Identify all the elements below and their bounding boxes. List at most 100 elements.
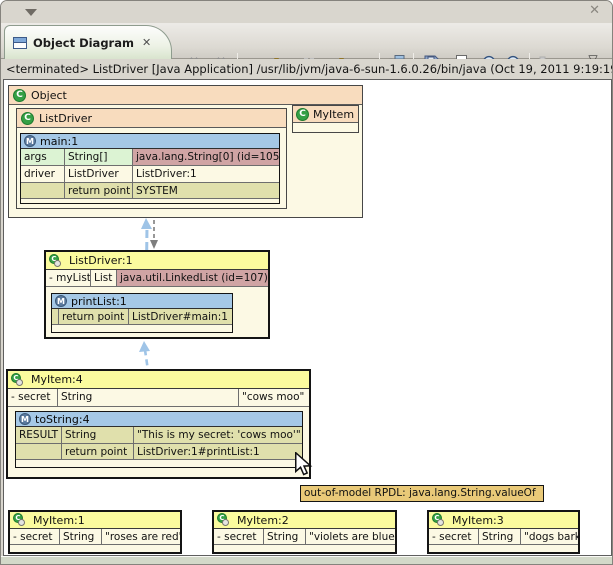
out-of-model-rpdl-label[interactable]: out-of-model RPDL: java.lang.String.valu… [300,485,544,502]
class-box-myitem-header: C MyItem [293,106,358,123]
class-box-myitem[interactable]: C MyItem [292,105,359,133]
instance-icon: C [217,513,232,527]
instance-box-listdriver1-title: ListDriver:1 [69,254,133,267]
instance-box-myitem3[interactable]: C MyItem:3 - secret String "dogs bark" [427,510,580,554]
var-type-cell: return point [62,444,134,459]
method-table-printlist[interactable]: M printList:1 return point ListDriver#ma… [51,293,233,333]
empty-strip [293,123,358,132]
instance-box-listdriver1[interactable]: C ListDriver:1 - myList List java.util.L… [44,250,270,339]
window-bottom-frame [1,556,612,565]
table-row: - secret String "dogs bark" [429,529,578,545]
table-row: - secret String "cows moo" [8,389,309,407]
instance-box-myitem2-title: MyItem:2 [237,514,289,527]
instance-box-myitem1[interactable]: C MyItem:1 - secret String "roses are re… [8,510,182,554]
field-value-cell: "dogs bark" [521,529,578,544]
var-type-cell: return point [59,309,129,324]
instance-icon: C [11,373,26,387]
launch-status-line: <terminated> ListDriver [Java Applicatio… [1,59,612,79]
instance-box-myitem3-title: MyItem:3 [452,514,504,527]
empty-strip [21,199,279,203]
empty-strip [214,545,395,552]
instance-box-myitem1-header: C MyItem:1 [10,512,180,529]
instance-box-listdriver1-header: C ListDriver:1 [46,252,268,270]
field-type-cell: List [91,270,117,286]
method-table-main-header: M main:1 [21,134,279,149]
field-value-cell: "cows moo" [239,389,309,406]
field-type-cell: String [60,529,102,544]
class-box-object-header: C Object [9,86,362,105]
instance-box-myitem4-title: MyItem:4 [31,373,83,386]
window-menu-icon[interactable] [25,9,37,16]
var-type-cell: String[] [65,149,133,165]
var-name-cell: RESULT [16,427,62,443]
field-value-cell: "roses are red" [102,529,180,544]
diagram-canvas[interactable]: C Object C ListDriver M main:1 [3,79,612,556]
class-box-object-body: C ListDriver M main:1 args String[] java… [9,105,362,217]
var-name-cell: args [21,149,65,165]
class-box-object-title: Object [31,89,67,102]
table-row: - myList List java.util.LinkedList (id=1… [46,270,268,287]
instance-box-myitem1-title: MyItem:1 [33,514,85,527]
field-type-cell: String [264,529,306,544]
instance-icon: C [13,513,28,527]
table-row: return point ListDriver#main:1 [52,309,232,325]
instance-icon: C [49,254,64,268]
class-icon: C [296,108,309,121]
instance-box-myitem2[interactable]: C MyItem:2 - secret String "violets are … [212,510,397,554]
table-row: return point SYSTEM [21,183,279,199]
table-row: args String[] java.lang.String[0] (id=10… [21,149,279,166]
class-box-listdriver-header: C ListDriver [17,109,286,128]
tab-strip: Object Diagram ✕ ✖ ✖✖ ◀◀ ◀ ▶ ▶▶ [1,23,612,59]
var-value-cell: SYSTEM [133,183,279,198]
instance-icon: C [432,513,447,527]
method-table-tostring-title: toString:4 [35,413,90,426]
tab-object-diagram[interactable]: Object Diagram ✕ [4,25,172,59]
class-icon: C [21,112,34,125]
method-icon: M [55,295,67,307]
field-name-cell: - myList [46,270,91,286]
var-name-cell [16,444,62,459]
field-type-cell: String [58,389,239,406]
var-type-cell: return point [65,183,133,198]
class-box-object[interactable]: C Object C ListDriver M main:1 [8,85,363,218]
tab-close-icon[interactable]: ✕ [142,36,151,49]
instance-box-myitem4-header: C MyItem:4 [8,371,309,389]
view-window-icon [13,37,27,49]
method-icon: M [24,135,36,147]
instance-box-myitem4[interactable]: C MyItem:4 - secret String "cows moo" M … [6,369,311,479]
var-name-cell [52,309,59,324]
window-close-icon[interactable]: ✕ [589,3,600,18]
field-value-cell: java.util.LinkedList (id=107) [117,270,268,286]
window-titlebar: ✕ [1,1,612,23]
empty-strip [10,545,180,552]
empty-strip [52,325,232,331]
method-table-main[interactable]: M main:1 args String[] java.lang.String[… [20,133,280,204]
field-value-cell: "violets are blue" [306,529,395,544]
class-icon: C [13,89,26,102]
field-type-cell: String [479,529,521,544]
table-row: RESULT String "This is my secret: 'cows … [16,427,302,444]
class-box-listdriver[interactable]: C ListDriver M main:1 args String[] java… [16,108,287,209]
var-value-cell: "This is my secret: 'cows moo'" [134,427,302,443]
class-box-myitem-title: MyItem [313,108,354,121]
var-value-cell: java.lang.String[0] (id=105) [133,149,279,165]
var-name-cell: driver [21,166,65,182]
var-name-cell [21,183,65,198]
instance-box-myitem2-header: C MyItem:2 [214,512,395,529]
method-icon: M [19,413,31,425]
method-table-tostring[interactable]: M toString:4 RESULT String "This is my s… [15,411,303,468]
method-table-main-title: main:1 [40,135,78,148]
method-table-tostring-header: M toString:4 [16,412,302,427]
table-row: - secret String "violets are blue" [214,529,395,545]
empty-strip [16,460,302,466]
field-name-cell: - secret [429,529,479,544]
var-value-cell: ListDriver:1#printList:1 [134,444,302,459]
tab-label: Object Diagram [33,36,134,50]
var-type-cell: String [62,427,134,443]
table-row: driver ListDriver ListDriver:1 [21,166,279,183]
table-row: return point ListDriver:1#printList:1 [16,444,302,460]
empty-strip [429,545,578,552]
field-name-cell: - secret [214,529,264,544]
method-table-printlist-header: M printList:1 [52,294,232,309]
